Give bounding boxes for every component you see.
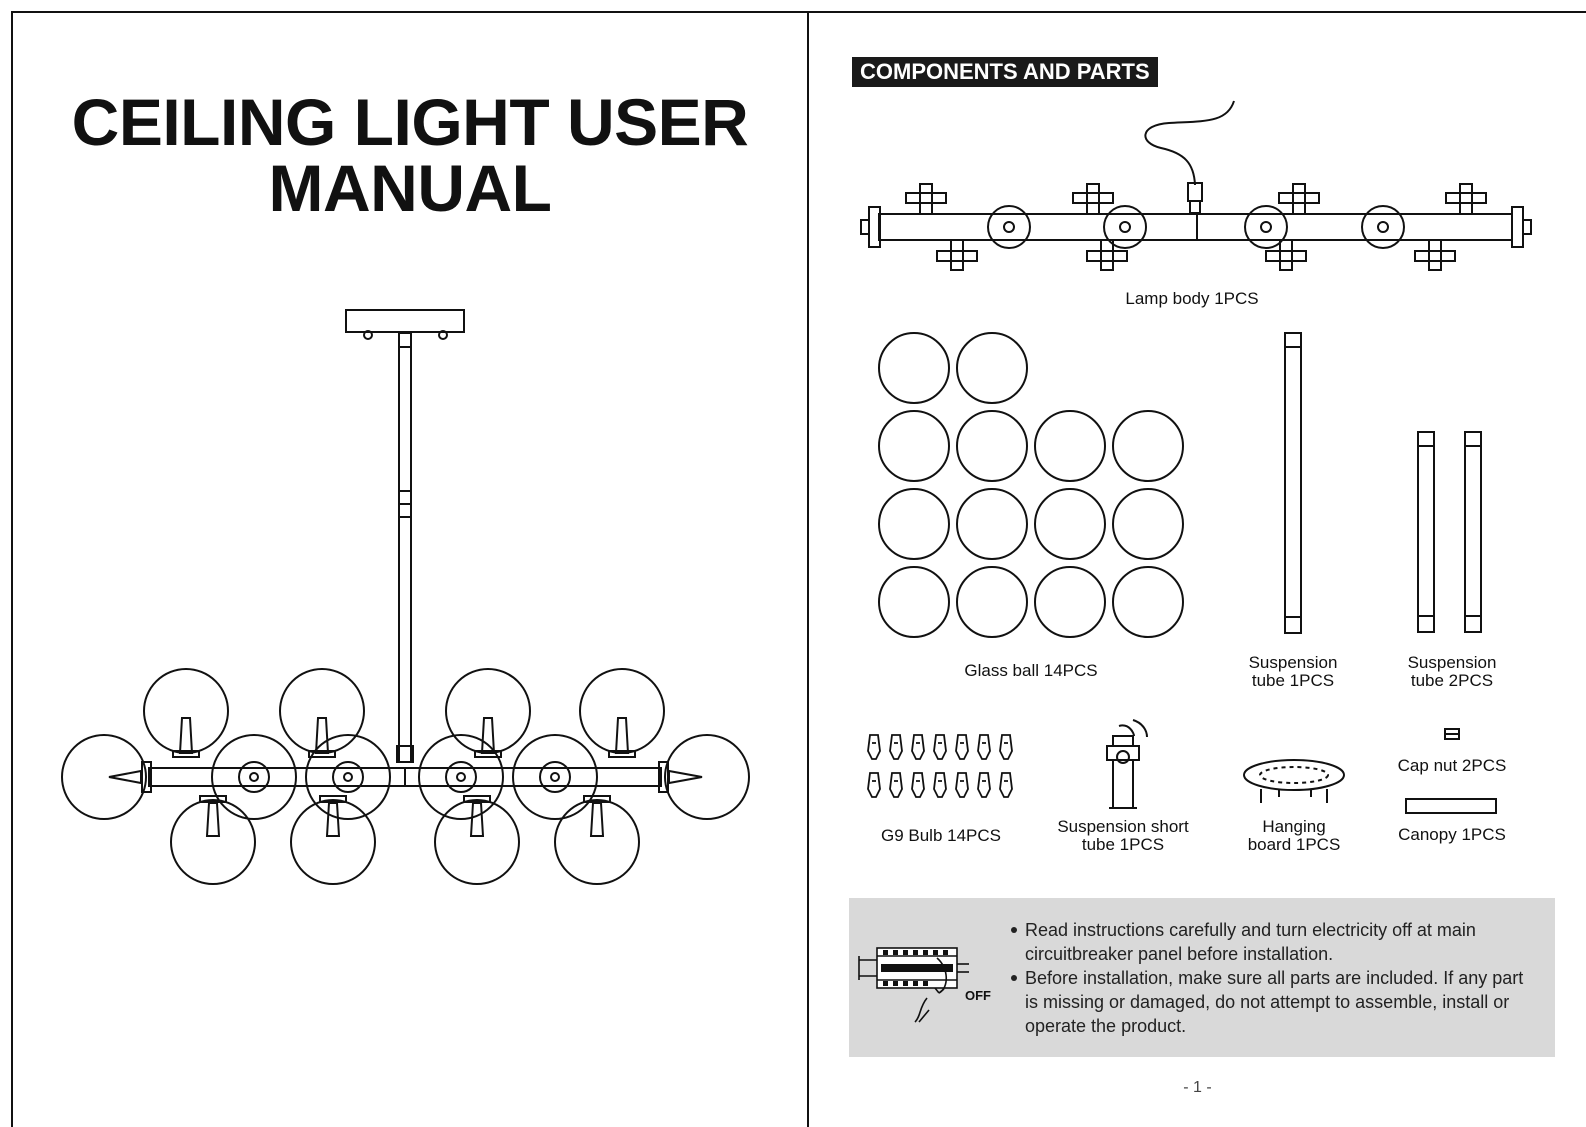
components-heading: COMPONENTS AND PARTS bbox=[852, 57, 1158, 87]
components-illustrations bbox=[860, 100, 1532, 814]
off-label: OFF bbox=[965, 988, 991, 1003]
glass-ball-grid bbox=[878, 332, 1184, 638]
lamp-body-cord bbox=[1144, 100, 1235, 186]
label-lamp-body: Lamp body 1PCS bbox=[1125, 289, 1259, 308]
cover-page: CEILING LIGHT USER MANUAL bbox=[11, 11, 809, 1127]
notice-item: Before installation, make sure all parts… bbox=[1009, 966, 1529, 1038]
canopy-shape bbox=[1405, 798, 1497, 814]
suspension-tube-long-shape bbox=[1284, 332, 1302, 634]
label-glass-ball: Glass ball 14PCS bbox=[964, 661, 1098, 680]
label-canopy: Canopy 1PCS bbox=[1398, 825, 1506, 844]
circuit-breaker-icon: OFF bbox=[858, 947, 991, 1023]
page-number: - 1 - bbox=[1183, 1079, 1212, 1096]
safety-notice: OFF Read instructions carefully and turn… bbox=[849, 898, 1555, 1057]
chandelier-illustration bbox=[61, 309, 750, 885]
label-suspension-short-tube: Suspension short tube 1PCS bbox=[1057, 817, 1189, 854]
components-page: COMPONENTS AND PARTS bbox=[809, 11, 1586, 1127]
lamp-body-bar bbox=[878, 213, 1513, 241]
notice-item: Read instructions carefully and turn ele… bbox=[1009, 918, 1529, 966]
label-suspension-tube-pair: Suspension tube 2PCS bbox=[1407, 653, 1497, 690]
g9-bulb-grid bbox=[867, 734, 1013, 798]
manual-title: CEILING LIGHT USER MANUAL bbox=[71, 85, 749, 225]
notice-list: Read instructions carefully and turn ele… bbox=[1009, 918, 1529, 1038]
label-suspension-tube-long: Suspension tube 1PCS bbox=[1248, 653, 1338, 690]
label-hanging-board: Hanging board 1PCS bbox=[1247, 817, 1341, 854]
label-g9-bulb: G9 Bulb 14PCS bbox=[880, 826, 1001, 845]
label-cap-nut: Cap nut 2PCS bbox=[1397, 756, 1507, 775]
